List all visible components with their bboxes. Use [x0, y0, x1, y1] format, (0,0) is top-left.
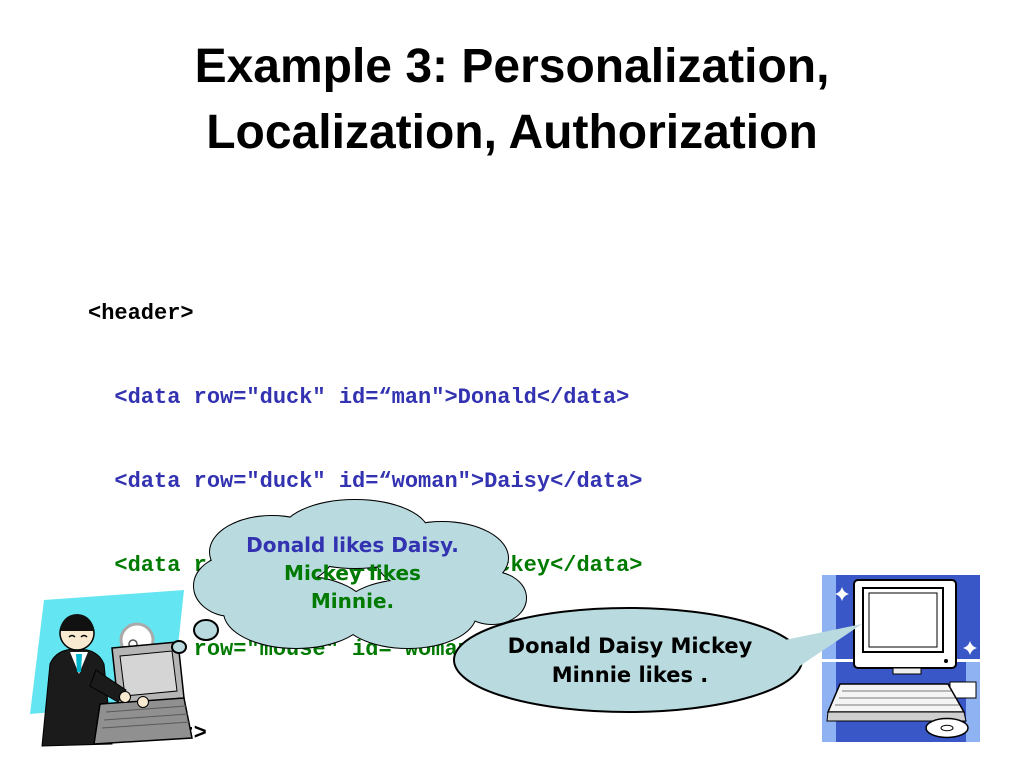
- computer-illustration: [822, 575, 980, 742]
- speech-line: Donald Daisy Mickey: [507, 634, 753, 658]
- title-line-2: Localization, Authorization: [206, 106, 818, 159]
- thought-line: Minnie.: [310, 589, 395, 613]
- speech-bubble: [453, 607, 862, 713]
- thought-bubble: [171, 499, 527, 654]
- sparkle-icon: [835, 587, 849, 601]
- title-line-1: Example 3: Personalization,: [194, 40, 830, 93]
- code-line: <data row="duck" id=“woman">Daisy</data>: [88, 469, 643, 494]
- person-at-laptop-illustration: [30, 590, 193, 747]
- thought-bubble-text: Donald likes Daisy. Mickey likes Minnie.: [225, 531, 480, 615]
- speech-bubble-text: Donald Daisy Mickey Minnie likes .: [500, 632, 760, 690]
- thought-line: Donald likes Daisy.: [246, 533, 459, 557]
- sparkle-icon: [963, 641, 977, 655]
- thought-line: Mickey likes: [284, 561, 421, 585]
- speech-line: Minnie likes .: [551, 663, 709, 687]
- code-line: <data row="duck" id=“man">Donald</data>: [88, 385, 630, 410]
- page-title: Example 3: Personalization, Localization…: [0, 34, 1024, 166]
- code-line: <header>: [88, 301, 194, 326]
